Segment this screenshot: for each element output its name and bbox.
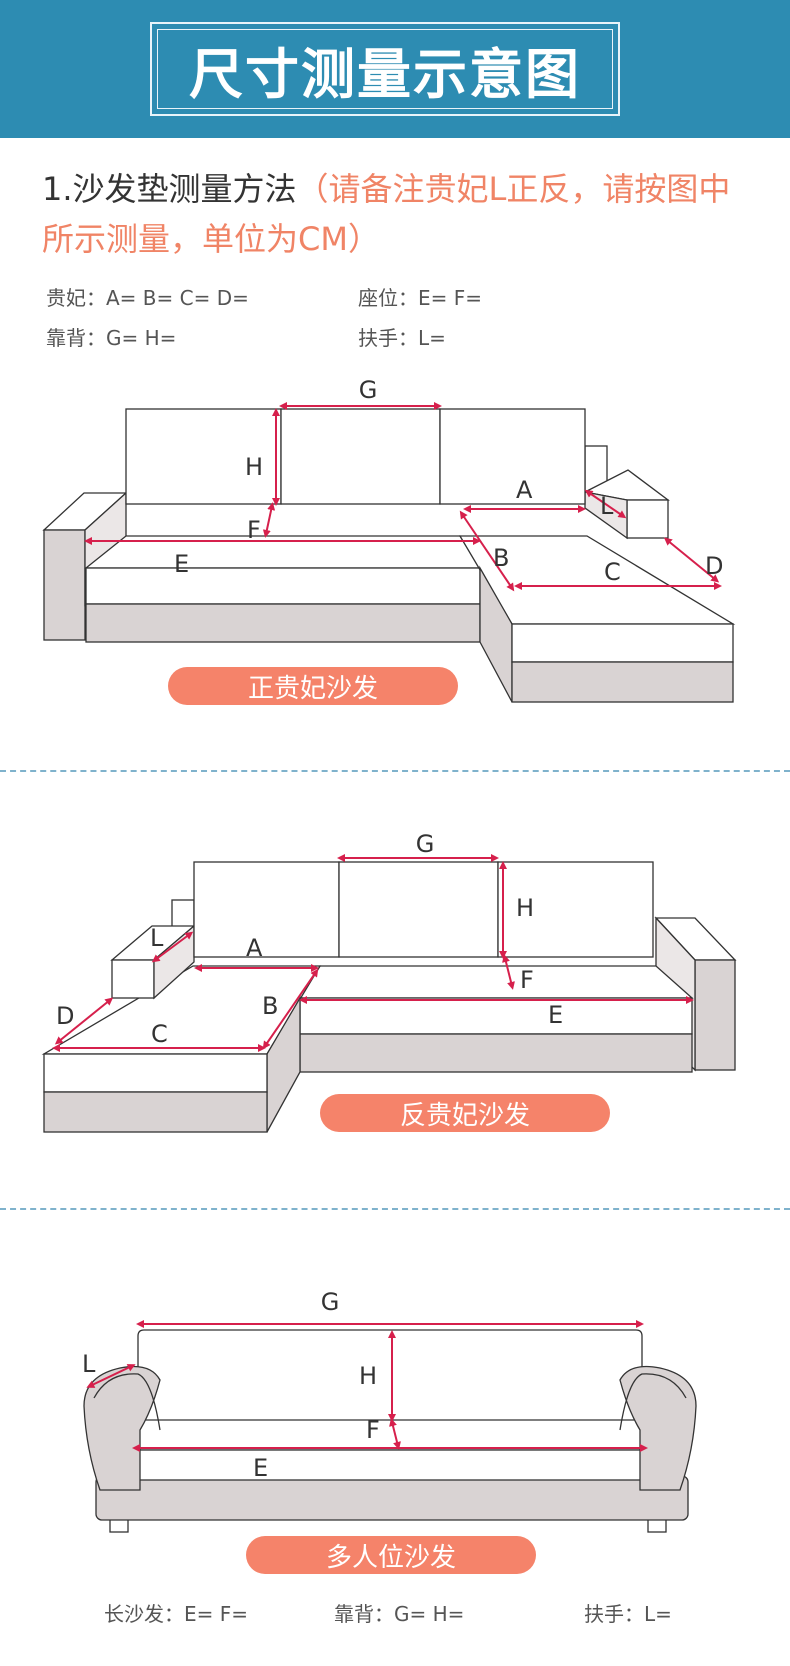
label-d: D	[705, 552, 723, 580]
label-h: H	[359, 1362, 377, 1390]
chaise-base	[43, 1091, 268, 1133]
label-l: L	[82, 1350, 96, 1378]
divider-2	[0, 1208, 790, 1210]
chaise-base	[511, 661, 734, 703]
label-c: C	[604, 558, 621, 586]
back-cushion-middle	[338, 861, 499, 958]
back-cushion-right	[439, 408, 586, 505]
label-a: A	[516, 476, 533, 504]
label-h: H	[516, 894, 534, 922]
field-guifei: 贵妃：A= B= C= D=	[46, 286, 249, 310]
field-arm-bottom: 扶手：L=	[584, 1602, 672, 1626]
arrow-l	[86, 1364, 136, 1388]
chaise-cushion-front	[511, 623, 734, 663]
diagram-multi-seat: G H F E L	[82, 1288, 697, 1533]
right-arm-front	[626, 499, 669, 539]
seat-cushion-front	[85, 567, 481, 605]
field-back: 靠背：G= H=	[46, 326, 177, 350]
back-cushion-left	[125, 408, 282, 505]
seat-cushion-front	[299, 997, 693, 1035]
arrow-f	[389, 1418, 401, 1450]
label-l: L	[600, 492, 614, 520]
label-f: F	[366, 1416, 380, 1444]
left-arm-front	[111, 959, 155, 999]
label-b: B	[493, 544, 509, 572]
header-banner: 尺寸测量示意图	[0, 0, 790, 138]
arrow-b	[459, 510, 515, 592]
field-arm: 扶手：L=	[358, 326, 446, 350]
title-frame-inner	[157, 29, 613, 109]
label-g: G	[359, 380, 378, 404]
backrest	[137, 1329, 643, 1427]
title-frame: 尺寸测量示意图	[150, 22, 620, 116]
arrow-l	[584, 489, 627, 519]
label-f: F	[247, 516, 261, 544]
arrow-d	[54, 997, 114, 1045]
seat-base	[85, 603, 481, 643]
section-heading: 1.沙发垫测量方法（请备注贵妃L正反，请按图中所示测量，单位为CM）	[42, 164, 762, 264]
heading-note: （请备注贵妃L正反，请按图中所示测量，单位为CM）	[42, 170, 731, 258]
field-back-bottom: 靠背：G= H=	[334, 1602, 465, 1626]
label-a: A	[246, 934, 263, 962]
pill-multi-seat: 多人位沙发	[246, 1536, 536, 1574]
back-cushion-left	[193, 861, 340, 958]
back-cushion-middle	[280, 408, 441, 505]
label-g: G	[321, 1288, 340, 1316]
label-g: G	[416, 830, 435, 858]
left-arm-front	[43, 529, 86, 641]
label-e: E	[253, 1454, 268, 1482]
arrow-f	[502, 954, 515, 990]
field-seat: 座位：E= F=	[358, 286, 483, 310]
diagram-right-chaise: G H F E A L B C D	[42, 380, 736, 703]
pill-right-chaise: 正贵妃沙发	[168, 667, 458, 705]
right-arm	[619, 1365, 697, 1491]
back-cushion-right	[497, 861, 654, 958]
label-e: E	[174, 550, 189, 578]
divider-1	[0, 770, 790, 772]
heading-main: 1.沙发垫测量方法	[42, 170, 297, 208]
label-f: F	[520, 966, 534, 994]
seat-top	[133, 1419, 647, 1451]
right-arm-curve	[619, 1373, 687, 1431]
chaise-cushion-front	[43, 1053, 268, 1093]
label-b: B	[262, 992, 278, 1020]
seat-top	[298, 965, 694, 999]
page-title: 尺寸测量示意图	[189, 41, 581, 106]
label-h: H	[245, 453, 263, 481]
right-arm-front	[694, 959, 736, 1071]
diagram-left-chaise: G H F E A L B C D	[41, 830, 737, 1133]
label-l: L	[150, 924, 164, 952]
seat-cushion-front	[133, 1449, 647, 1481]
pill-left-chaise: 反贵妃沙发	[320, 1094, 610, 1132]
arrow-f	[262, 502, 276, 538]
sofa-base	[95, 1475, 689, 1521]
label-c: C	[151, 1020, 168, 1048]
field-long-seat: 长沙发：E= F=	[104, 1602, 249, 1626]
label-e: E	[548, 1001, 563, 1029]
arrow-d	[663, 537, 720, 583]
arrow-b	[262, 968, 319, 1050]
seat-base	[299, 1033, 693, 1073]
arrow-l	[151, 931, 194, 963]
label-d: D	[56, 1002, 74, 1030]
